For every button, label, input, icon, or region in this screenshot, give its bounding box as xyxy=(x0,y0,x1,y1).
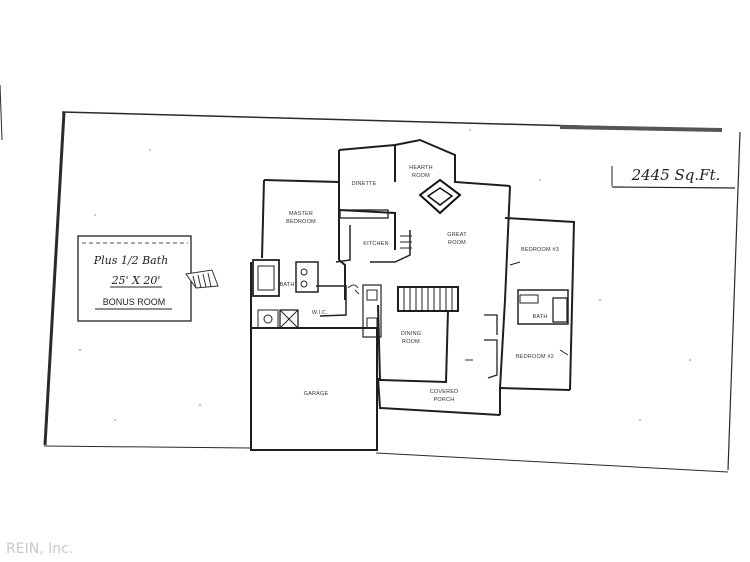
bath-2-fixtures xyxy=(484,261,569,379)
hearth-room-label-2: ROOM xyxy=(412,173,430,179)
wic-label: W.I.C. xyxy=(312,310,328,316)
covered-porch-label-2: PORCH xyxy=(434,397,455,403)
bonus-room-note: Plus 1/2 Bath xyxy=(93,254,169,267)
dinette-label: DINETTE xyxy=(352,181,377,187)
bedroom-3-label: BEDROOM #3 xyxy=(521,247,559,253)
stairs xyxy=(403,288,453,310)
watermark: REIN, Inc. xyxy=(6,541,74,557)
kitchen-label: KITCHEN xyxy=(363,241,389,247)
covered-porch-label-1: COVERED xyxy=(430,389,459,395)
master-bedroom-label-2: BEDROOM xyxy=(286,219,316,225)
master-bedroom-label-1: MASTER xyxy=(289,211,313,217)
hearth-room-label-1: HEARTH xyxy=(409,165,433,171)
dining-room-label-1: DINING xyxy=(401,331,421,337)
fireplace xyxy=(418,178,462,215)
bedroom-2-label: BEDROOM #2 xyxy=(516,354,554,360)
sheet-border xyxy=(0,84,741,473)
house-walls xyxy=(250,138,576,451)
dining-room-label-2: ROOM xyxy=(402,339,420,345)
scan-noise xyxy=(79,129,691,421)
kitchen-fixtures xyxy=(335,209,412,338)
sqft-note: 2445 Sq.Ft. xyxy=(631,166,721,184)
door-marks xyxy=(347,284,473,361)
garage-label: GARAGE xyxy=(304,391,329,397)
bonus-room xyxy=(77,235,219,322)
master-bath-fixtures xyxy=(252,259,347,329)
bonus-room-size: 25' X 20' xyxy=(111,274,161,287)
bath-2-label: BATH xyxy=(532,314,547,320)
bonus-room-label: BONUS ROOM xyxy=(103,297,166,307)
great-room-label-1: GREAT xyxy=(447,232,467,238)
master-bath-label: BATH xyxy=(279,282,294,288)
room-labels: MASTER BEDROOM DINETTE HEARTH ROOM KITCH… xyxy=(279,165,559,403)
great-room-label-2: ROOM xyxy=(448,240,466,246)
